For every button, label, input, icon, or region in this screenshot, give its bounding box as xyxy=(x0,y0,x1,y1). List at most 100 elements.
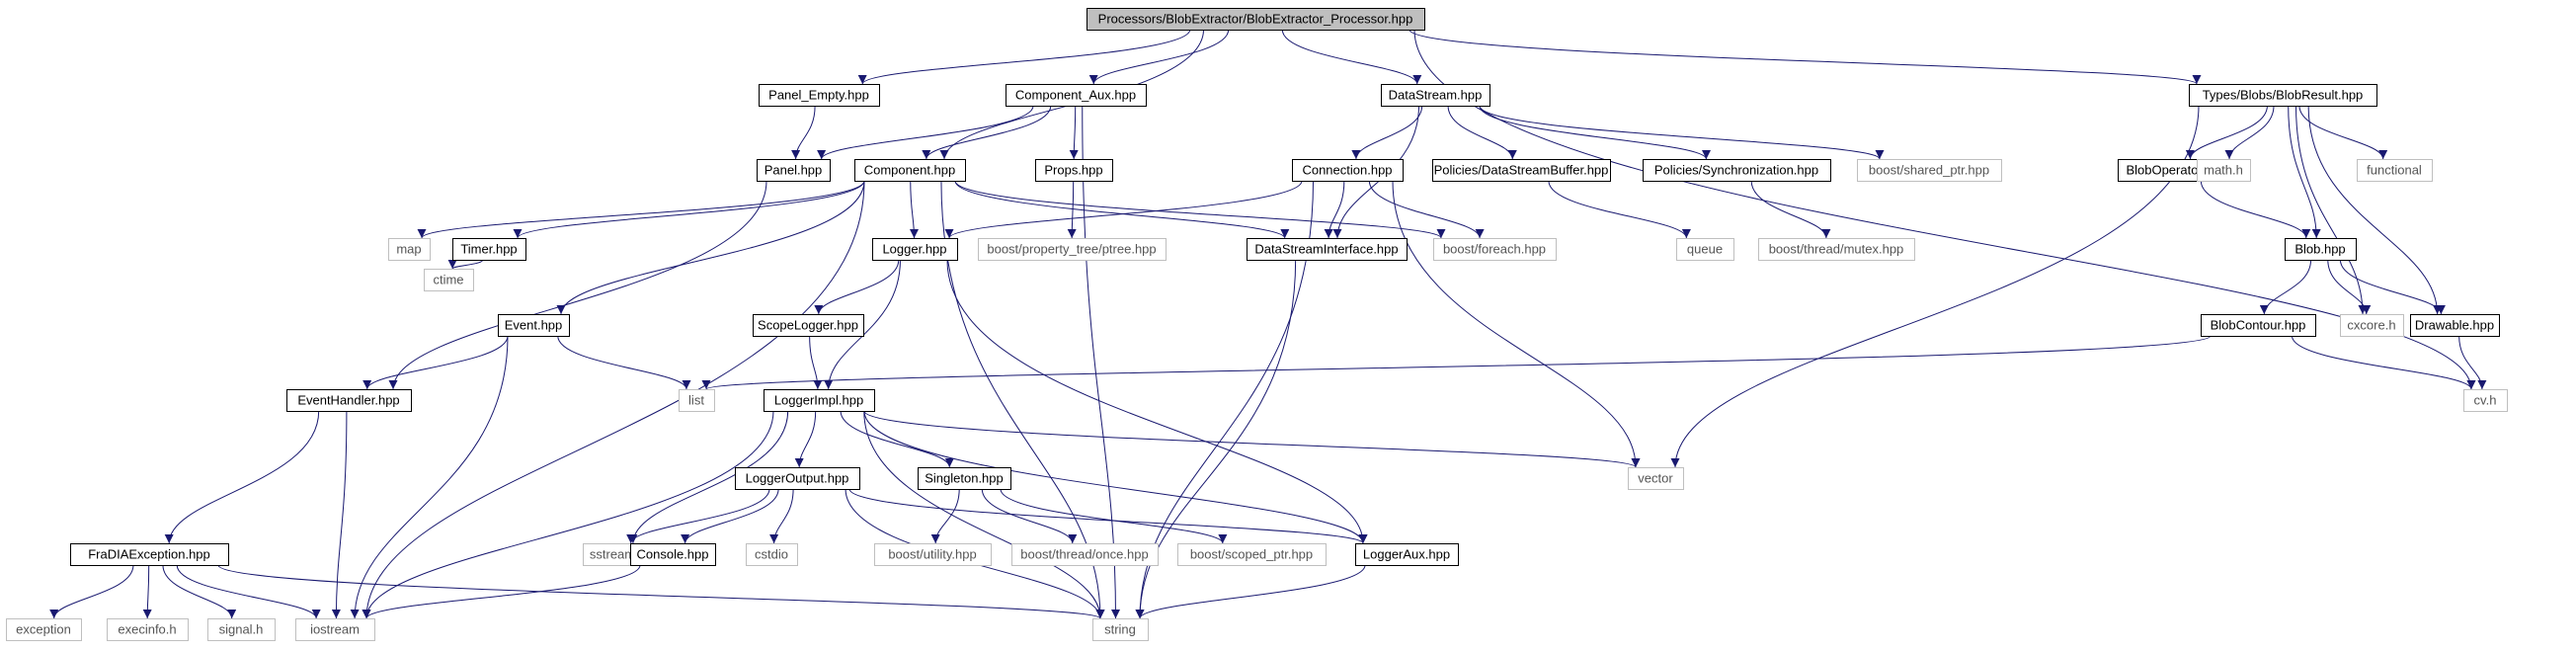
edge-dsi-to-string xyxy=(1135,259,1297,619)
node-box xyxy=(854,159,966,182)
node-panel[interactable]: Panel.hpp xyxy=(757,159,831,182)
node-label: Processors/BlobExtractor/BlobExtractor_P… xyxy=(1098,12,1413,27)
node-label: LoggerAux.hpp xyxy=(1363,547,1450,562)
node-label: execinfo.h xyxy=(118,622,176,637)
edge-blobcontour-to-list xyxy=(702,335,2212,390)
edge-logger-to-loggeraux xyxy=(946,259,1368,544)
node-root[interactable]: Processors/BlobExtractor/BlobExtractor_P… xyxy=(1087,8,1425,31)
edge-blobops-to-blob xyxy=(2200,180,2311,239)
edge-blobresult-to-vector xyxy=(1670,105,2200,468)
node-blobresult[interactable]: Types/Blobs/BlobResult.hpp xyxy=(2189,84,2377,107)
node-loggeraux[interactable]: LoggerAux.hpp xyxy=(1355,543,1459,566)
edge-component_aux-to-string xyxy=(1082,105,1120,619)
edge-component-to-dsi xyxy=(954,180,1290,239)
edge-fradia-to-execinfo xyxy=(142,564,152,619)
edge-blobresult-to-blob xyxy=(2288,105,2321,239)
node-label: boost/thread/mutex.hpp xyxy=(1769,242,1904,257)
node-fradia[interactable]: FraDIAException.hpp xyxy=(70,543,229,566)
node-singleton[interactable]: Singleton.hpp xyxy=(918,467,1011,490)
node-exception: exception xyxy=(6,618,82,641)
edge-loggerimpl-to-loggeraux xyxy=(863,410,1368,544)
node-box xyxy=(1628,467,1684,490)
edge-component_aux-to-props xyxy=(1069,105,1079,160)
edge-component-to-iostream xyxy=(362,180,865,619)
edge-fradia-to-signal xyxy=(162,564,237,619)
node-box xyxy=(498,314,570,337)
node-props[interactable]: Props.hpp xyxy=(1035,159,1113,182)
node-label: boost/scoped_ptr.hpp xyxy=(1190,547,1313,562)
node-cxcore: cxcore.h xyxy=(2340,314,2404,337)
node-loggerimpl[interactable]: LoggerImpl.hpp xyxy=(764,389,875,412)
node-label: string xyxy=(1104,622,1136,637)
edge-blobresult-to-functional xyxy=(2298,105,2388,160)
node-ctime: ctime xyxy=(424,269,474,291)
edge-blob-to-blobcontour xyxy=(2259,259,2312,315)
node-logger[interactable]: Logger.hpp xyxy=(872,238,958,261)
node-box xyxy=(1643,159,1831,182)
node-box xyxy=(286,389,412,412)
node-ptree: boost/property_tree/ptree.hpp xyxy=(978,238,1167,261)
node-component[interactable]: Component.hpp xyxy=(854,159,966,182)
node-box xyxy=(6,618,82,641)
node-label: math.h xyxy=(2204,163,2243,178)
node-connection[interactable]: Connection.hpp xyxy=(1292,159,1404,182)
node-box xyxy=(1092,618,1149,641)
edge-fradia-to-string xyxy=(217,564,1105,619)
edges-layer xyxy=(49,29,2487,619)
node-scoped_ptr: boost/scoped_ptr.hpp xyxy=(1177,543,1327,566)
node-label: DataStream.hpp xyxy=(1389,88,1483,103)
node-list: list xyxy=(679,389,715,412)
node-drawable[interactable]: Drawable.hpp xyxy=(2410,314,2500,337)
node-ds_buffer[interactable]: Policies/DataStreamBuffer.hpp xyxy=(1432,159,1611,182)
node-scopelogger[interactable]: ScopeLogger.hpp xyxy=(753,314,864,337)
node-label: LoggerImpl.hpp xyxy=(774,393,863,408)
node-label: EventHandler.hpp xyxy=(297,393,399,408)
node-box xyxy=(424,269,474,291)
edge-singleton-to-butility xyxy=(930,488,960,544)
node-sstream: sstream xyxy=(583,543,643,566)
node-label: Timer.hpp xyxy=(460,242,517,257)
edge-drawable-to-cv xyxy=(2458,335,2487,390)
edge-scopelogger-to-loggerimpl xyxy=(809,335,823,390)
node-component_aux[interactable]: Component_Aux.hpp xyxy=(1006,84,1147,107)
node-label: Logger.hpp xyxy=(882,242,946,257)
node-cstdio: cstdio xyxy=(746,543,798,566)
node-box xyxy=(1433,238,1557,261)
node-box xyxy=(978,238,1167,261)
node-label: vector xyxy=(1638,471,1673,486)
node-label: boost/utility.hpp xyxy=(888,547,976,562)
node-butility: boost/utility.hpp xyxy=(874,543,992,566)
node-box xyxy=(1381,84,1490,107)
node-functional: functional xyxy=(2357,159,2433,182)
edge-loggerimpl-to-singleton xyxy=(840,410,954,468)
node-label: DataStreamInterface.hpp xyxy=(1254,242,1398,257)
node-label: cv.h xyxy=(2474,393,2497,408)
edge-loggerimpl-to-loggeroutput xyxy=(794,410,817,468)
node-loggeroutput[interactable]: LoggerOutput.hpp xyxy=(735,467,860,490)
node-console[interactable]: Console.hpp xyxy=(630,543,716,566)
node-panel_empty[interactable]: Panel_Empty.hpp xyxy=(759,84,880,107)
node-box xyxy=(2463,389,2508,412)
node-timer[interactable]: Timer.hpp xyxy=(452,238,526,261)
node-box xyxy=(207,618,276,641)
node-blobcontour[interactable]: BlobContour.hpp xyxy=(2201,314,2316,337)
node-box xyxy=(764,389,875,412)
node-label: Connection.hpp xyxy=(1302,163,1392,178)
edge-blobcontour-to-cv xyxy=(2292,335,2476,390)
edge-console-to-iostream xyxy=(362,564,641,619)
node-datastream[interactable]: DataStream.hpp xyxy=(1381,84,1490,107)
edge-logger-to-scopelogger xyxy=(814,259,900,315)
edge-component-to-foreach xyxy=(954,180,1446,239)
edge-event-to-iostream xyxy=(350,335,509,619)
node-event[interactable]: Event.hpp xyxy=(498,314,570,337)
node-eventhandler[interactable]: EventHandler.hpp xyxy=(286,389,412,412)
node-box xyxy=(2285,238,2357,261)
node-box xyxy=(70,543,229,566)
edge-timer-to-ctime xyxy=(447,259,484,270)
edge-sync-to-mutex xyxy=(1750,180,1831,239)
node-label: Singleton.hpp xyxy=(925,471,1004,486)
node-label: Drawable.hpp xyxy=(2415,318,2494,333)
node-blob[interactable]: Blob.hpp xyxy=(2285,238,2357,261)
node-dsi[interactable]: DataStreamInterface.hpp xyxy=(1247,238,1408,261)
node-sync[interactable]: Policies/Synchronization.hpp xyxy=(1643,159,1831,182)
